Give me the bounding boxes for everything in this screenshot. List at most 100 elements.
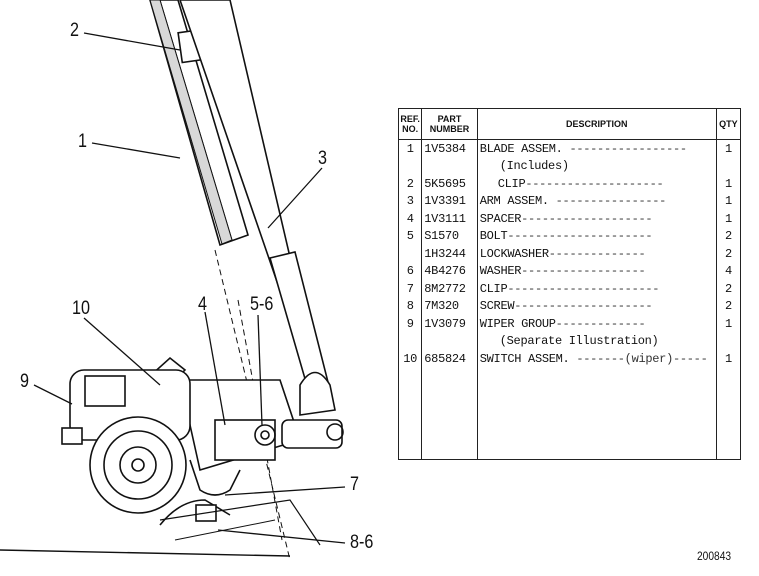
- ref-cell: [399, 245, 423, 263]
- parts-list-table: REF. NO. PART NUMBER DESCRIPTION QTY 1 1…: [398, 108, 741, 460]
- desc-text: SWITCH ASSEM.: [479, 351, 577, 366]
- ref-cell: 8: [399, 297, 423, 315]
- table-row: 6 4B4276 WASHER------------------ 4: [399, 262, 740, 280]
- header-ref-no: REF. NO.: [399, 109, 423, 140]
- header-description: DESCRIPTION: [477, 109, 717, 140]
- callout-4: 4: [198, 294, 207, 315]
- part-cell: 4B4276: [421, 262, 478, 280]
- leader-dots: ----------------------: [507, 281, 660, 296]
- qty-cell: 1: [724, 211, 732, 226]
- qty-cell: 4: [724, 264, 732, 279]
- part-cell: [421, 157, 478, 175]
- leader-dots: -------------------: [521, 211, 653, 226]
- table-row: (Includes): [399, 157, 740, 176]
- qty-cell: 2: [724, 281, 732, 296]
- desc-cell: SWITCH ASSEM. -------(wiper)-----: [477, 350, 717, 368]
- desc-cell: (Includes): [477, 157, 717, 175]
- table-header-row: REF. NO. PART NUMBER DESCRIPTION QTY: [399, 109, 740, 140]
- qty-cell: 1: [724, 316, 732, 331]
- leader-dots: -----------------: [569, 141, 687, 156]
- qty-cell: 2: [724, 229, 732, 244]
- leader-dots: ----------------: [555, 194, 667, 209]
- ref-cell: 4: [399, 210, 423, 228]
- ref-cell: 2: [399, 175, 423, 193]
- desc-cell: LOCKWASHER--------------: [477, 245, 717, 263]
- qty-cell: [716, 333, 740, 351]
- callout-8-6: 8-6: [350, 532, 374, 553]
- qty-cell: 2: [724, 299, 732, 314]
- callout-5-6: 5-6: [250, 294, 274, 315]
- desc-text: LOCKWASHER: [479, 246, 549, 261]
- table-row: 5 S1570 BOLT--------------------- 2: [399, 227, 740, 245]
- part-cell: 7M320: [421, 297, 478, 315]
- leader-dots: -------------: [555, 316, 646, 331]
- leader-dots: --------------------: [514, 299, 653, 314]
- ref-cell: 1: [399, 139, 423, 158]
- desc-cell: BOLT---------------------: [477, 227, 717, 245]
- figure-number: 200843: [697, 549, 732, 563]
- part-cell: 1V5384: [421, 139, 478, 158]
- desc-text: BLADE ASSEM.: [479, 141, 570, 156]
- part-cell: 1V3111: [421, 210, 478, 228]
- qty-cell: 1: [724, 176, 732, 191]
- desc-cell: ARM ASSEM. ----------------: [477, 192, 717, 210]
- part-cell: [421, 332, 478, 350]
- leader-dots: --------------: [548, 246, 646, 261]
- callout-3: 3: [318, 148, 327, 169]
- desc-text: WIPER GROUP: [479, 316, 556, 331]
- ref-cell: 9: [399, 315, 423, 333]
- desc-text: SCREW: [479, 299, 515, 314]
- callout-2: 2: [70, 20, 79, 41]
- desc-text: SPACER: [479, 211, 522, 226]
- wiper-assembly-illustration: [0, 0, 346, 561]
- table-row: 10 685824 SWITCH ASSEM. -------(wiper)--…: [399, 350, 740, 368]
- header-part-number: PART NUMBER: [421, 109, 478, 140]
- desc-text: (Includes): [499, 159, 569, 174]
- qty-cell: 2: [724, 246, 732, 261]
- callout-10: 10: [72, 298, 90, 319]
- parts-table: REF. NO. PART NUMBER DESCRIPTION QTY 1 1…: [399, 109, 740, 460]
- desc-cell: SCREW--------------------: [477, 297, 717, 315]
- desc-text: CLIP: [497, 176, 526, 191]
- qty-cell: [716, 158, 740, 176]
- ref-cell: 3: [399, 192, 423, 210]
- leader-dots: ------------------: [521, 264, 646, 279]
- desc-text: WASHER: [479, 264, 522, 279]
- desc-cell: BLADE ASSEM. -----------------: [477, 139, 717, 158]
- part-cell: 1H3244: [421, 245, 478, 263]
- table-row: 8 7M320 SCREW-------------------- 2: [399, 297, 740, 315]
- leader-dots: --------------------: [525, 176, 664, 191]
- table-row: 2 5K5695 CLIP-------------------- 1: [399, 175, 740, 193]
- callout-7: 7: [350, 474, 359, 495]
- part-cell: 1V3391: [421, 192, 478, 210]
- table-row: 9 1V3079 WIPER GROUP------------- 1: [399, 315, 740, 333]
- desc-cell: WASHER------------------: [477, 262, 717, 280]
- part-cell: 1V3079: [421, 315, 478, 333]
- part-cell: S1570: [421, 227, 478, 245]
- callout-9: 9: [20, 371, 29, 392]
- part-cell: 5K5695: [421, 175, 478, 193]
- table-row: (Separate Illustration): [399, 332, 740, 351]
- qty-cell: 1: [724, 351, 732, 366]
- desc-text: (Separate Illustration): [499, 334, 659, 349]
- desc-text: BOLT: [479, 229, 508, 244]
- leader-dots: -------(wiper)-----: [576, 351, 708, 366]
- desc-cell: CLIP--------------------: [477, 175, 717, 193]
- header-qty: QTY: [716, 109, 740, 140]
- desc-cell: CLIP----------------------: [477, 280, 717, 298]
- qty-cell: 1: [724, 141, 732, 156]
- ref-cell: 5: [399, 227, 423, 245]
- desc-cell: (Separate Illustration): [477, 332, 717, 350]
- ref-cell: [399, 332, 423, 350]
- desc-text: ARM ASSEM.: [479, 194, 556, 209]
- ref-cell: 7: [399, 280, 423, 298]
- desc-text: CLIP: [479, 281, 508, 296]
- part-cell: 685824: [421, 350, 478, 368]
- table-row: 4 1V3111 SPACER------------------- 1: [399, 210, 740, 228]
- qty-cell: 1: [724, 194, 732, 209]
- desc-cell: WIPER GROUP-------------: [477, 315, 717, 333]
- table-row: 3 1V3391 ARM ASSEM. ---------------- 1: [399, 192, 740, 210]
- ref-cell: [399, 157, 423, 175]
- ref-cell: 6: [399, 262, 423, 280]
- callout-1: 1: [78, 131, 87, 152]
